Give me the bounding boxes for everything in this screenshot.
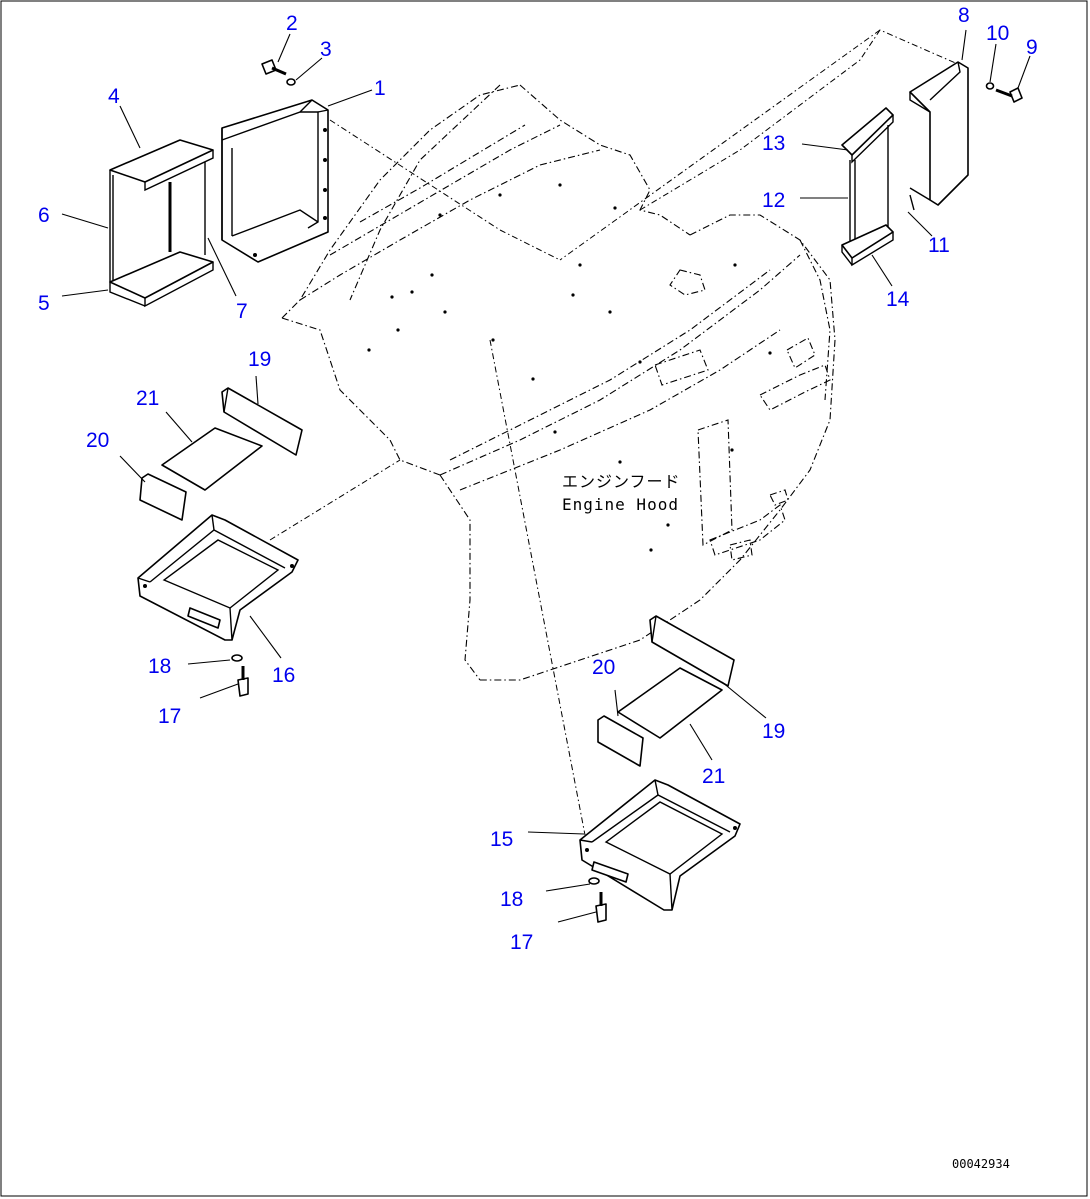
part-3-washer [286, 78, 296, 86]
part-8-bracket [909, 61, 969, 206]
part-9-bolt [995, 87, 1023, 103]
parts-11-14-frame [841, 107, 915, 267]
callout-18-upper: 18 [148, 655, 171, 678]
part-17-bolt-b [595, 892, 607, 923]
callout-9: 9 [1026, 36, 1038, 59]
parts-19-21-lower [597, 615, 735, 767]
callout-13: 13 [762, 132, 785, 155]
part-5-bottom-plate [109, 251, 214, 299]
callout-20-lower: 20 [592, 656, 615, 679]
callout-21-upper: 21 [136, 387, 159, 410]
callout-10: 10 [986, 22, 1009, 45]
callout-3: 3 [320, 38, 332, 61]
callout-15: 15 [490, 828, 513, 851]
callout-12: 12 [762, 189, 785, 212]
part-11-pin [909, 194, 915, 211]
assembly-phantom-lines [269, 29, 961, 836]
leader-lines [61, 29, 1031, 923]
callout-labels: 1 2 3 4 5 6 7 8 9 10 11 12 13 14 15 16 1… [38, 4, 1038, 954]
part-18-washer-b [588, 877, 600, 885]
part-19-pad-a [221, 387, 303, 456]
part-21-pad-a [161, 427, 263, 491]
callout-17-lower: 17 [510, 931, 533, 954]
callout-14: 14 [886, 288, 910, 311]
engine-hood-label-en: Engine Hood [562, 495, 679, 514]
callout-19-upper: 19 [248, 348, 271, 371]
callout-5: 5 [38, 292, 50, 315]
part-20-pad-b [597, 715, 644, 767]
part-2-bolt [261, 59, 287, 76]
callout-17-upper: 17 [158, 705, 181, 728]
part-17-bolt-a [237, 666, 249, 697]
callout-11: 11 [928, 234, 950, 257]
callout-21-lower: 21 [702, 765, 725, 788]
part-19-pad-b [649, 615, 735, 687]
part-18-washer-a [231, 654, 243, 662]
part-16-tray [137, 514, 299, 641]
part-20-pad-a [139, 473, 187, 521]
callout-6: 6 [38, 204, 50, 227]
part-15-tray [579, 779, 741, 911]
callout-7: 7 [236, 300, 248, 323]
engine-hood-label-jp: エンジンフード [562, 472, 681, 491]
part-4-top-plate [109, 139, 214, 183]
callout-2: 2 [286, 12, 298, 35]
callout-20-upper: 20 [86, 429, 109, 452]
callout-18-lower: 18 [500, 888, 523, 911]
drawing-number: 00042934 [952, 1157, 1010, 1171]
callout-8: 8 [958, 4, 970, 27]
parts-19-21-upper [139, 387, 303, 521]
part-13-top [841, 107, 894, 156]
callout-19-lower: 19 [762, 720, 785, 743]
callout-1: 1 [374, 77, 386, 100]
hood-fastener-dots [367, 183, 772, 552]
part-1-box-frame [221, 99, 329, 263]
parts-4-7-frame [109, 139, 214, 308]
callout-16: 16 [272, 664, 295, 687]
part-21-pad-b [617, 667, 723, 739]
callout-4: 4 [108, 85, 120, 108]
engine-hood [281, 84, 836, 681]
part-10-washer [985, 82, 995, 90]
